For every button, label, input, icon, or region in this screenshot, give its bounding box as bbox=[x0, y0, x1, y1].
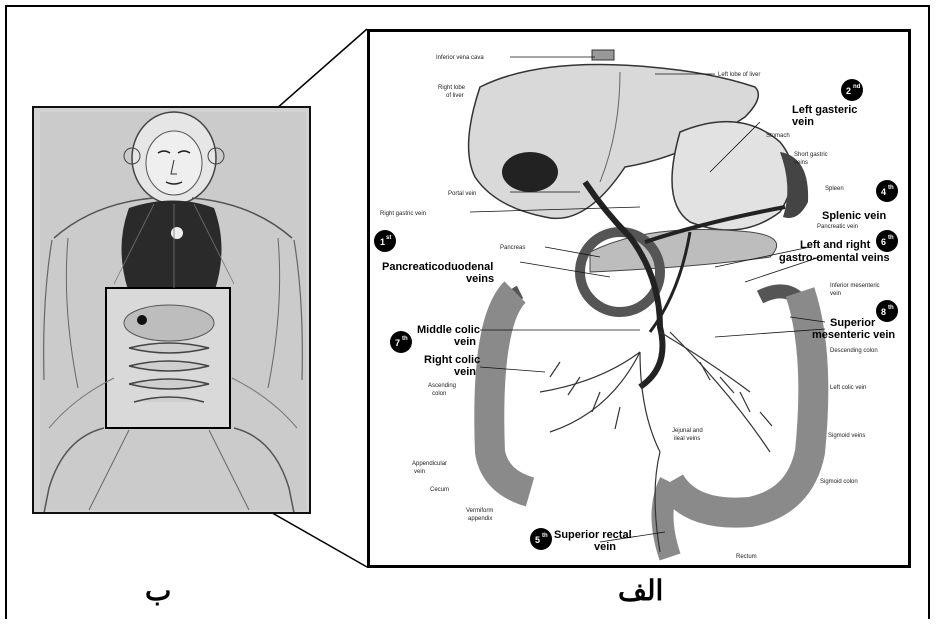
svg-text:th: th bbox=[542, 533, 548, 539]
svg-text:7: 7 bbox=[395, 338, 400, 348]
label-left-gasteric: Left gasteric bbox=[792, 104, 857, 116]
label-splenic-vein: Splenic vein bbox=[822, 210, 886, 222]
label-sigmoid-colon: Sigmoid colon bbox=[820, 479, 858, 485]
label-right-lobe-2: of liver bbox=[446, 93, 464, 99]
descending-colon-shape bbox=[670, 292, 813, 513]
svg-text:th: th bbox=[402, 336, 408, 342]
label-left-gasteric-2: vein bbox=[792, 116, 814, 128]
label-left-right-gastro: Left and right bbox=[800, 239, 871, 251]
label-right-lobe: Right lobe bbox=[438, 85, 466, 91]
label-pancreatic-vein: Pancreatic vein bbox=[817, 224, 858, 230]
label-sigmoid-veins: Sigmoid veins bbox=[828, 433, 865, 439]
label-appendicular: Appendicular bbox=[412, 461, 447, 467]
badge-4: 4 th bbox=[876, 180, 898, 202]
label-stomach: Stomach bbox=[766, 133, 790, 139]
label-right-gastric: Right gastric vein bbox=[380, 211, 426, 217]
svg-text:5: 5 bbox=[535, 535, 540, 545]
badge-1: 1 st bbox=[374, 230, 396, 252]
label-descending-colon: Descending colon bbox=[830, 348, 878, 354]
label-rectum: Rectum bbox=[736, 554, 757, 560]
svg-text:2: 2 bbox=[846, 86, 851, 96]
label-vermiform: Vermiform bbox=[466, 508, 493, 514]
label-jejunal: Jejunal and bbox=[672, 428, 703, 434]
svg-text:th: th bbox=[888, 305, 894, 311]
label-left-lobe: Left lobe of liver bbox=[718, 72, 760, 78]
caption-right: الف bbox=[618, 574, 663, 607]
label-superior-mesenteric-2: mesenteric vein bbox=[812, 329, 895, 341]
label-inferior-mesenteric: Inferior mesenteric bbox=[830, 283, 880, 289]
portal-vein-trunk bbox=[585, 182, 663, 387]
svg-text:8: 8 bbox=[881, 307, 886, 317]
label-appendicular-2: vein bbox=[414, 469, 425, 475]
label-portal-vein: Portal vein bbox=[448, 191, 476, 197]
manuscript-figure bbox=[34, 108, 311, 514]
label-cecum: Cecum bbox=[430, 487, 449, 493]
label-ascending-colon-2: colon bbox=[432, 391, 446, 397]
label-superior-rectal-2: vein bbox=[594, 541, 616, 553]
badge-5: 5 th bbox=[530, 528, 552, 550]
svg-text:th: th bbox=[888, 235, 894, 241]
label-left-right-gastro-2: gastro-omental veins bbox=[779, 252, 890, 264]
svg-text:st: st bbox=[386, 235, 391, 241]
label-spleen: Spleen bbox=[825, 186, 844, 192]
badge-6: 6 th bbox=[876, 230, 898, 252]
caption-left: ب bbox=[145, 574, 171, 607]
label-left-colic: Left colic vein bbox=[830, 385, 866, 391]
ascending-colon-shape bbox=[489, 292, 530, 492]
svg-text:6: 6 bbox=[881, 237, 886, 247]
label-pancreaticoduodenal: Pancreaticoduodenal bbox=[382, 261, 493, 273]
svg-text:th: th bbox=[888, 185, 894, 191]
label-superior-mesenteric: Superior bbox=[830, 317, 876, 329]
label-pancreaticoduodenal-2: veins bbox=[466, 273, 494, 285]
svg-text:4: 4 bbox=[881, 187, 886, 197]
manuscript-illustration bbox=[32, 106, 311, 514]
label-superior-rectal: Superior rectal bbox=[554, 529, 632, 541]
badge-8: 8 th bbox=[876, 300, 898, 322]
label-middle-colic: Middle colic bbox=[417, 324, 480, 336]
label-vermiform-2: appendix bbox=[468, 516, 492, 522]
badge-2: 2 nd bbox=[841, 79, 863, 101]
label-jejunal-2: ileal veins bbox=[674, 436, 700, 442]
svg-text:1: 1 bbox=[380, 237, 385, 247]
svg-text:nd: nd bbox=[853, 84, 861, 90]
label-right-colic: Right colic bbox=[424, 354, 480, 366]
label-inferior-vena-cava: Inferior vena cava bbox=[436, 55, 484, 61]
badge-7: 7 th bbox=[390, 331, 412, 353]
label-right-colic-2: vein bbox=[454, 366, 476, 378]
label-short-gastric-2: veins bbox=[794, 160, 808, 166]
portal-vein-figure: 1 st 2 nd 4 th 5 th 6 th 7 th bbox=[370, 32, 908, 565]
label-inferior-mesenteric-2: vein bbox=[830, 291, 841, 297]
portal-vein-diagram: 1 st 2 nd 4 th 5 th 6 th 7 th bbox=[367, 29, 911, 568]
label-middle-colic-2: vein bbox=[454, 336, 476, 348]
label-ascending-colon: Ascending bbox=[428, 383, 456, 389]
label-pancreas: Pancreas bbox=[500, 245, 525, 251]
label-short-gastric: Short gastric bbox=[794, 152, 828, 158]
